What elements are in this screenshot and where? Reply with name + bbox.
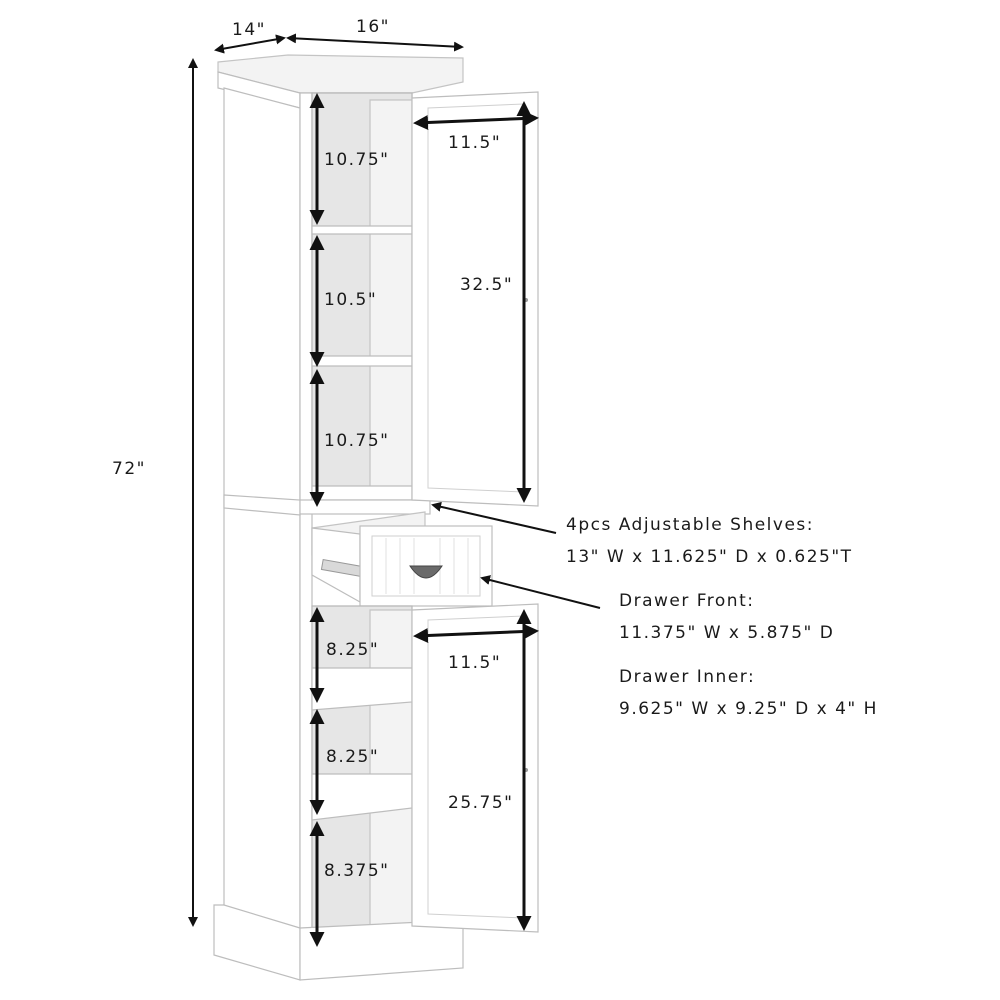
drawer-leader bbox=[480, 575, 601, 609]
overall-height-label: 72" bbox=[112, 459, 146, 479]
cup-pull-handle bbox=[409, 565, 443, 579]
lower-shelf-1-label: 8.25" bbox=[326, 640, 379, 660]
upper-door-height-label: 32.5" bbox=[460, 275, 513, 295]
cabinet bbox=[213, 54, 493, 981]
callout-notes: 4pcs Adjustable Shelves: 13" W x 11.625"… bbox=[566, 515, 878, 719]
overall-width-label: 16" bbox=[356, 17, 390, 37]
lower-shelf-2-label: 8.25" bbox=[326, 747, 379, 767]
left-side-panel bbox=[223, 87, 301, 961]
lower-shelf-1 bbox=[311, 667, 413, 711]
shelves-leader bbox=[431, 501, 557, 534]
upper-shelf-2-label: 10.5" bbox=[324, 290, 377, 310]
front-stile bbox=[299, 92, 313, 961]
depth-arrow bbox=[214, 34, 286, 54]
waist-side bbox=[223, 494, 301, 516]
shelves-title: 4pcs Adjustable Shelves: bbox=[566, 515, 814, 535]
upper-shelf-3-label: 10.75" bbox=[324, 431, 390, 451]
lower-door-width-label: 11.5" bbox=[448, 653, 501, 673]
dimension-labels: 14" 16" 72" 10.75" 10.5" 10.75" 11.5" 32… bbox=[112, 17, 514, 881]
drawer-front-spec: 11.375" W x 5.875" D bbox=[619, 623, 834, 643]
upper-door-width-arrow bbox=[413, 111, 539, 130]
lower-shelf-3-label: 8.375" bbox=[324, 861, 390, 881]
lower-door-width-arrow bbox=[413, 624, 539, 643]
upper-shelf-2 bbox=[311, 355, 413, 367]
upper-shelf-1-label: 10.75" bbox=[324, 150, 390, 170]
upper-bottom bbox=[311, 485, 413, 501]
lower-door-panel bbox=[411, 603, 539, 933]
lower-door-height-label: 25.75" bbox=[448, 793, 514, 813]
plinth-front bbox=[299, 919, 464, 981]
waist-front bbox=[299, 499, 431, 515]
drawer-front-panel bbox=[371, 535, 481, 597]
callout-leaders bbox=[431, 501, 601, 609]
overall-depth-label: 14" bbox=[232, 20, 266, 40]
upper-door-width-label: 11.5" bbox=[448, 133, 501, 153]
width-arrow bbox=[286, 33, 464, 52]
upper-door-panel bbox=[411, 91, 539, 507]
drawer-inner-spec: 9.625" W x 9.25" D x 4" H bbox=[619, 699, 878, 719]
upper-door bbox=[411, 91, 539, 507]
dimension-arrows bbox=[188, 33, 539, 947]
upper-shelf-1 bbox=[311, 225, 413, 235]
shelves-spec: 13" W x 11.625" D x 0.625"T bbox=[566, 547, 853, 567]
drawer-inner-title: Drawer Inner: bbox=[619, 667, 755, 687]
drawer-front-title: Drawer Front: bbox=[619, 591, 754, 611]
